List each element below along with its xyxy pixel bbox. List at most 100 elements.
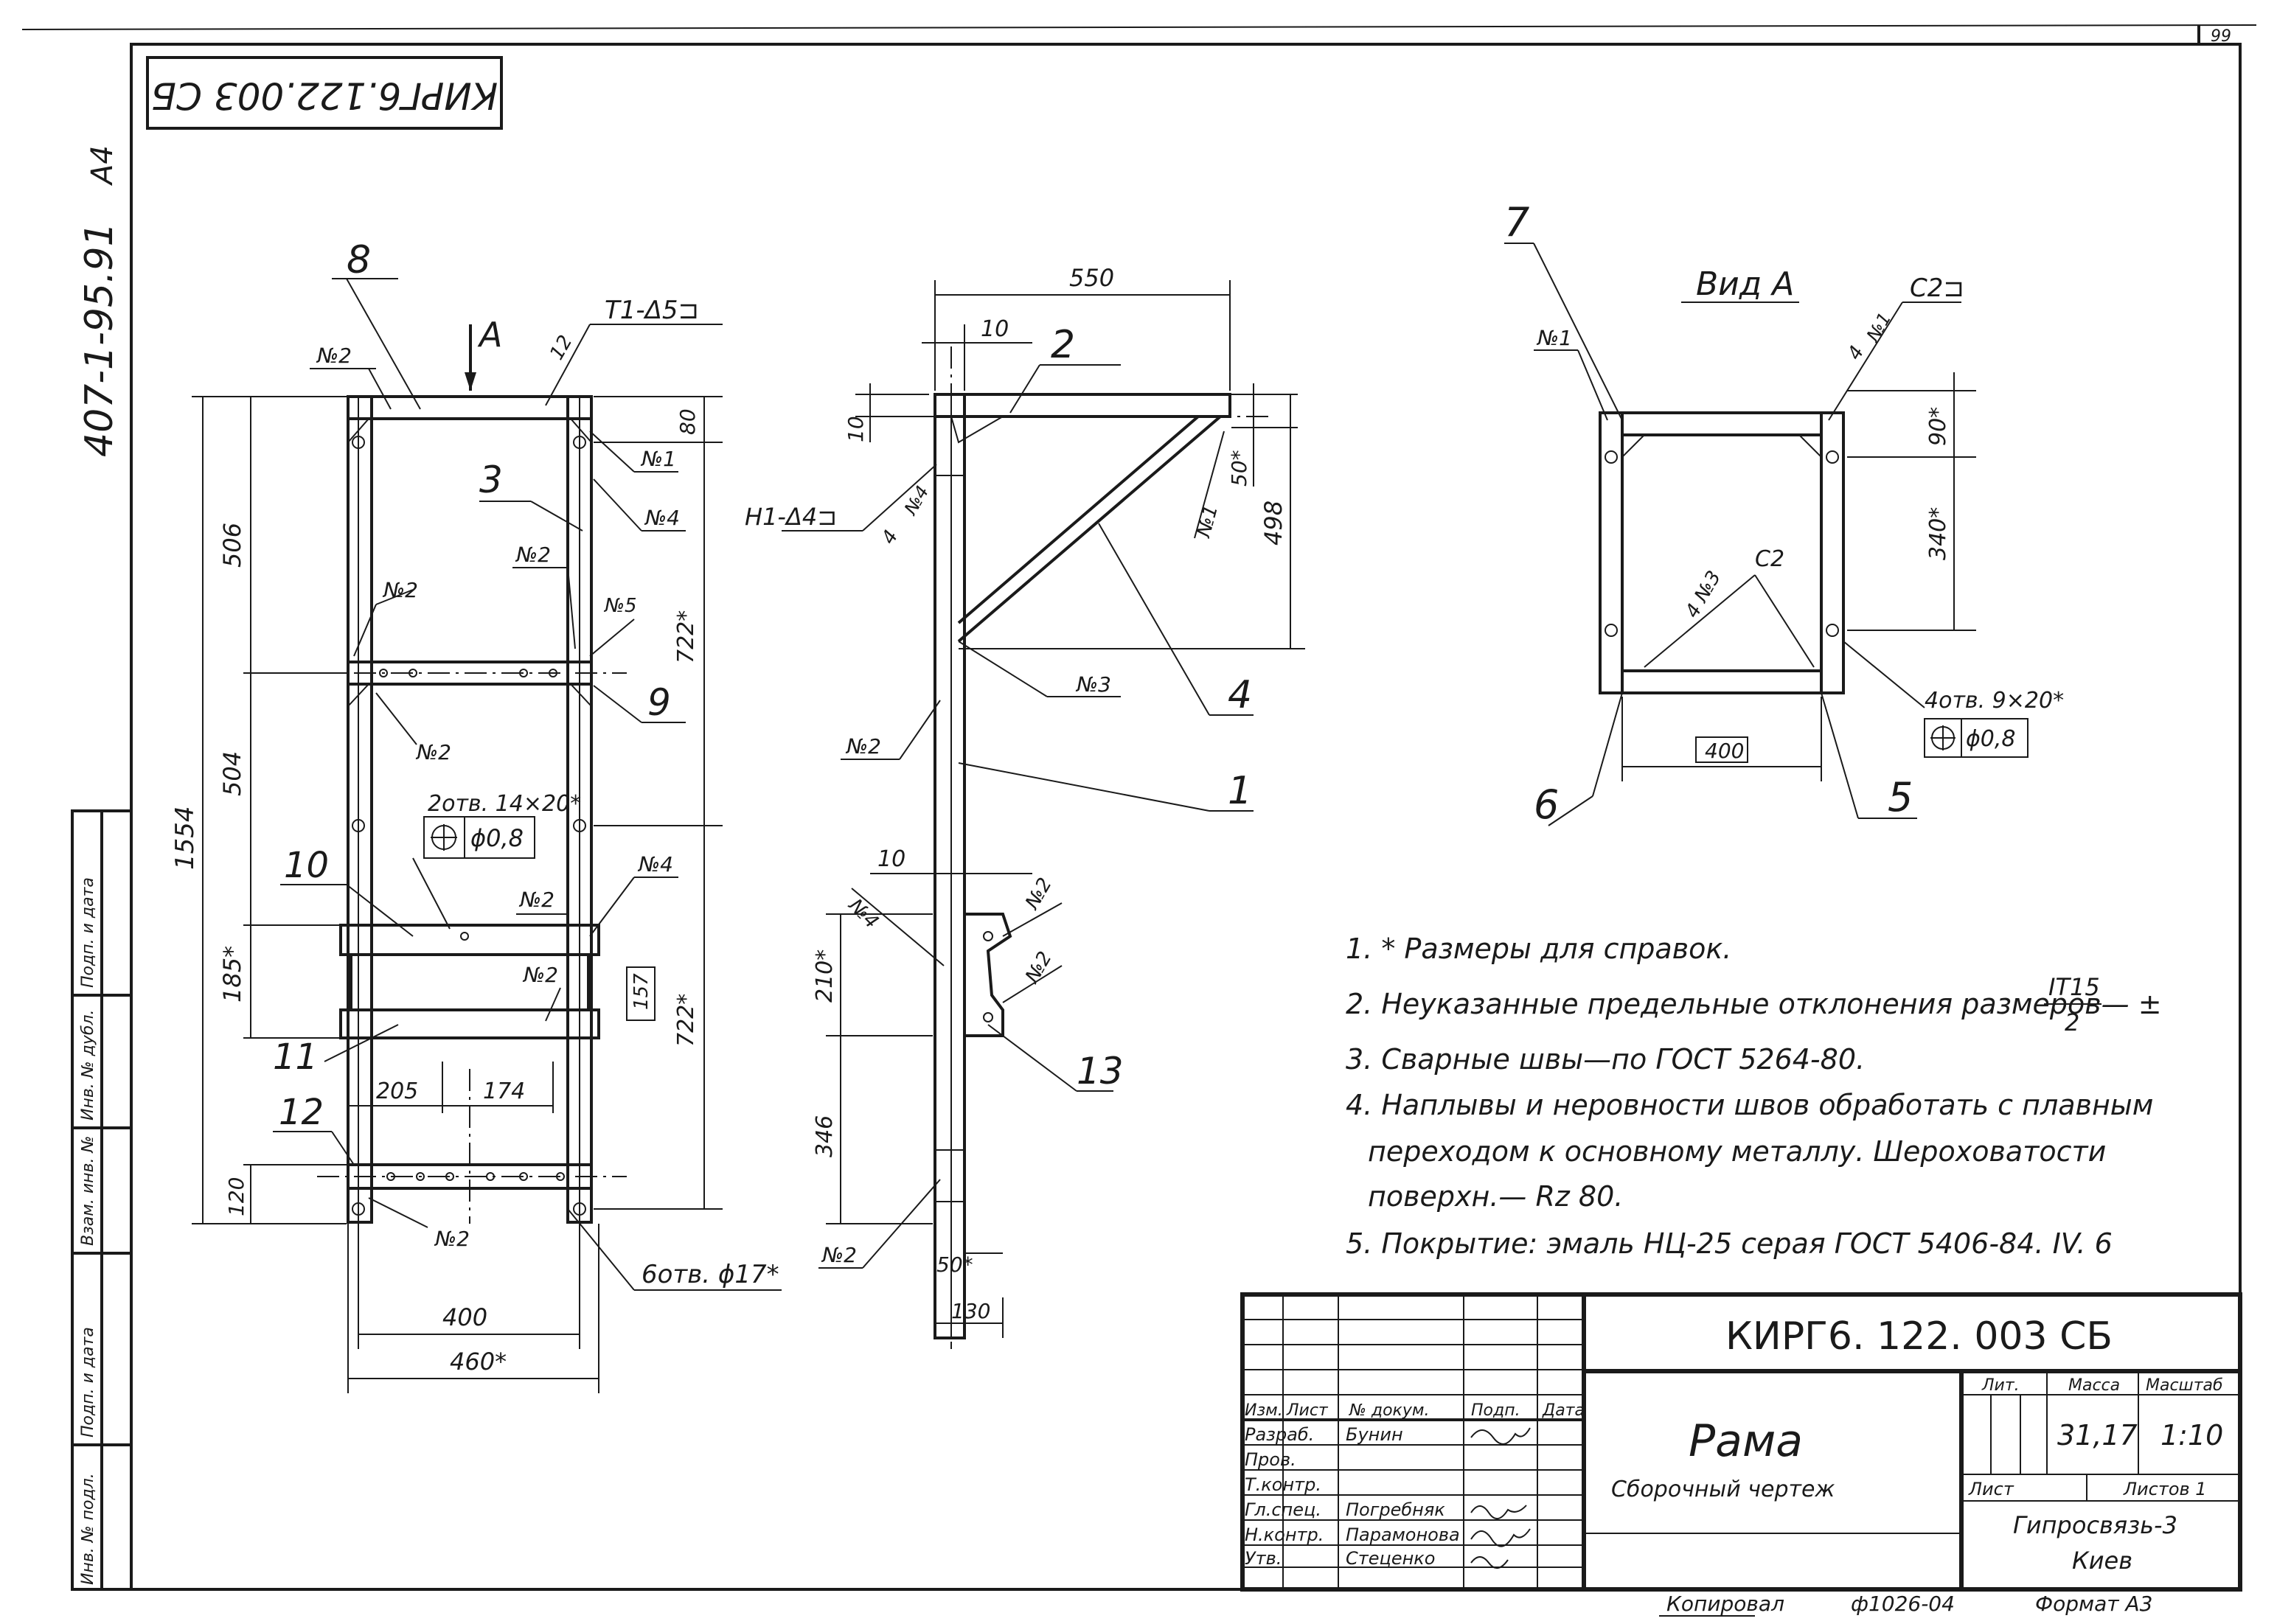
dim-80: 80 [675, 408, 700, 435]
label-8: 8 [347, 238, 371, 282]
weld-n4-box: №4 [637, 852, 673, 877]
side-code: 407-1-95.91 [77, 222, 122, 457]
weld-t1: T1-Δ5⊐ [605, 296, 699, 325]
weld-n4-side-top: №4 [900, 482, 933, 520]
role-approved: Утв. [1245, 1548, 1282, 1569]
weld-n4-front: №4 [644, 506, 680, 530]
left-stamp-strip: Подп. и дата Инв. № дубл. Взам. инв. № П… [71, 809, 133, 1591]
organization: Гипросвязь-3 [2013, 1511, 2177, 1539]
weld-n2-box-b: №2 [522, 963, 558, 987]
dim-460: 460* [450, 1348, 507, 1376]
label-3: 3 [479, 459, 503, 501]
sheets-label: Листов 1 [2123, 1479, 2207, 1499]
weld-t1-size: 12 [546, 332, 577, 364]
dim-506: 506 [218, 523, 246, 568]
dim-50-top: 50* [1227, 450, 1251, 487]
role-tech-control: Т.контр. [1245, 1474, 1321, 1495]
side-view: 550 10 10 50* 498 10 210* 346 50* [745, 264, 1305, 1349]
dim-400-view-a: 400 [1705, 739, 1744, 763]
scale-value: 1:10 [2160, 1419, 2223, 1452]
tolerance-view-a: ϕ0,8 [1966, 726, 2016, 752]
label-9: 9 [647, 681, 671, 724]
weld-n2-side-br2: №2 [1021, 948, 1057, 988]
dim-174: 174 [483, 1078, 525, 1104]
label-1: 1 [1228, 769, 1252, 813]
dim-550: 550 [1069, 264, 1114, 292]
dim-130: 130 [951, 1299, 990, 1323]
th-date: Дата [1542, 1401, 1585, 1420]
weld-n1-front: №1 [640, 447, 676, 471]
signatures [1470, 1427, 1531, 1569]
th-sign: Подп. [1471, 1401, 1520, 1420]
note-2: 2. Неуказанные предельные отклонения раз… [1346, 988, 2162, 1020]
dim-498: 498 [1259, 501, 1287, 546]
footer-copied: Копировал [1666, 1592, 1784, 1616]
weld-h1-size: 4 [877, 526, 903, 548]
label-6: 6 [1534, 781, 1559, 828]
label-13: 13 [1077, 1050, 1124, 1092]
position-tolerance-icon-view-a [1930, 725, 1955, 750]
name-chief-spec: Погребняк [1346, 1499, 1445, 1520]
footer-format: Формат А3 [2035, 1592, 2152, 1616]
th-doc: № докум. [1349, 1401, 1429, 1420]
dim-210: 210* [812, 949, 838, 1003]
top-stamp-text: КИРГ6.122.003 СБ [151, 74, 498, 117]
dim-50-bottom: 50* [936, 1252, 973, 1277]
label-7: 7 [1504, 199, 1529, 245]
note-3: 3. Сварные швы—по ГОСТ 5264-80. [1346, 1043, 1865, 1076]
name-approved: Стеценко [1346, 1548, 1435, 1569]
role-chief-spec: Гл.спец. [1245, 1499, 1321, 1520]
dim-185: 185* [218, 946, 246, 1003]
label-4: 4 [1228, 673, 1252, 717]
name-norm-control: Парамонова [1346, 1524, 1460, 1545]
dim-10-left: 10 [844, 416, 868, 442]
view-a-holes: 4отв. 9×20* [1925, 688, 2064, 714]
view-a-title: Вид А [1696, 265, 1794, 303]
sheet-label: Лист [1968, 1479, 2014, 1499]
stamp-cell-4: Подп. и дата [79, 1327, 97, 1437]
note-2-denominator: 2 [2065, 1008, 2079, 1036]
weld-n2-box-a: №2 [518, 888, 555, 912]
dim-205: 205 [376, 1078, 418, 1104]
view-a-n1-right: №1 [1862, 309, 1895, 346]
side-format: А4 [86, 145, 119, 187]
dim-10-mid: 10 [877, 846, 905, 872]
stamp-cell-5: Инв. № подл. [79, 1473, 97, 1585]
weld-c2: C2⊐ [1910, 273, 1964, 303]
hole-note-front: 2отв. 14×20* [428, 791, 581, 817]
th-scale: Масштаб [2146, 1376, 2223, 1395]
top-stamp-box: КИРГ6.122.003 СБ [146, 56, 503, 130]
weld-c2-size: 4 [1843, 342, 1868, 363]
note-1: 1. * Размеры для справок. [1346, 933, 1731, 965]
weld-n2-side-bottom: №2 [821, 1243, 857, 1267]
weld-n3-side: №3 [1075, 672, 1111, 697]
city: Киев [2072, 1547, 2132, 1575]
dim-400-front: 400 [442, 1303, 487, 1331]
th-list: Лист [1286, 1401, 1329, 1420]
stamp-cell-2: Инв. № дубл. [79, 1009, 97, 1121]
th-izm: Изм. [1245, 1401, 1283, 1420]
front-view: A 1554 506 504 185* 120 80 722* 722* 157 [170, 238, 782, 1393]
drawing-subtitle: Сборочный чертеж [1611, 1477, 1835, 1502]
weld-n2-side-mid: №2 [845, 734, 881, 759]
drawing-name: Рама [1689, 1415, 1803, 1467]
note-4-cont-1: переходом к основному металлу. Шероховат… [1368, 1135, 2106, 1168]
holes-bottom-note: 6отв. ϕ17* [642, 1260, 779, 1289]
weld-n2-bottom: №2 [434, 1227, 470, 1251]
view-marker-a: A [477, 315, 502, 355]
dim-504: 504 [218, 751, 246, 796]
mass-value: 31,17 [2057, 1419, 2138, 1452]
weld-n4-side-low: №4 [844, 893, 883, 933]
tolerance-front: ϕ0,8 [470, 824, 524, 852]
role-norm-control: Н.контр. [1245, 1524, 1324, 1545]
dim-90: 90* [1925, 407, 1951, 446]
stamp-cell-3: Взам. инв. № [79, 1136, 97, 1246]
designation: КИРГ6. 122. 003 СБ [1725, 1314, 2113, 1359]
note-2-numerator: IT15 [2048, 973, 2100, 1001]
note-4-cont-2: поверхн.— Rz 80. [1368, 1180, 1623, 1213]
dim-10-top: 10 [981, 316, 1009, 342]
weld-n2-mid-r: №2 [515, 543, 551, 567]
page-number: 99 [2211, 27, 2231, 46]
dim-722-b: 722* [673, 994, 699, 1047]
